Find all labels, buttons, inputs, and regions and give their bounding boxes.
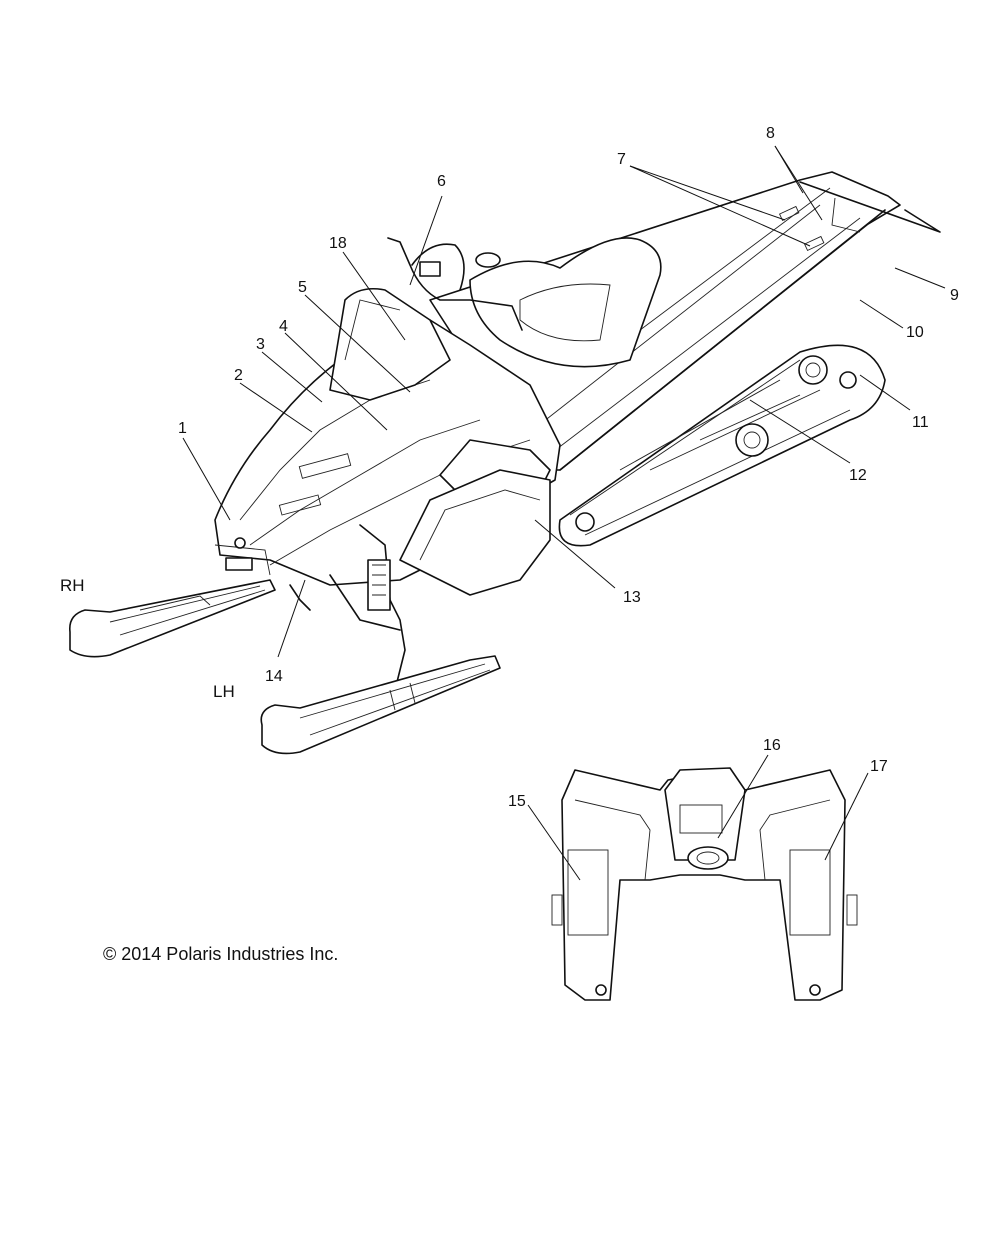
callout-labels: 1 2 3 4 5 6 7 8 9 10 11 12 13 14 15 16 1…: [60, 125, 959, 810]
front-suspension: [289, 524, 406, 691]
callout-3: 3: [256, 336, 265, 353]
callout-17: 17: [870, 758, 888, 775]
ski-lh: [260, 655, 501, 755]
callout-12: 12: [849, 467, 867, 484]
seat: [469, 237, 662, 368]
belly-pan-illustration: [551, 767, 858, 1001]
track: [558, 344, 886, 547]
leader-lines: [182, 145, 946, 881]
side-label-rh: RH: [60, 576, 85, 595]
callout-11: 11: [912, 414, 929, 431]
windshield: [329, 287, 451, 401]
callout-10: 10: [906, 324, 924, 341]
side-label-lh: LH: [213, 682, 235, 701]
callout-16: 16: [763, 737, 781, 754]
callout-9: 9: [950, 287, 959, 304]
side-panel: [399, 469, 551, 596]
callout-18: 18: [329, 235, 347, 252]
snowmobile-illustration: [68, 171, 941, 755]
callout-5: 5: [298, 279, 307, 296]
copyright-notice: © 2014 Polaris Industries Inc.: [103, 944, 339, 964]
handlebar: [387, 237, 523, 331]
callout-1: 1: [178, 420, 187, 437]
callout-4: 4: [279, 318, 288, 335]
callout-14: 14: [265, 668, 283, 685]
callout-2: 2: [234, 367, 243, 384]
callout-13: 13: [623, 589, 641, 606]
ski-rh: [68, 579, 276, 658]
callout-8: 8: [766, 125, 775, 142]
callout-6: 6: [437, 173, 446, 190]
callout-7: 7: [617, 151, 626, 168]
callout-15: 15: [508, 793, 526, 810]
